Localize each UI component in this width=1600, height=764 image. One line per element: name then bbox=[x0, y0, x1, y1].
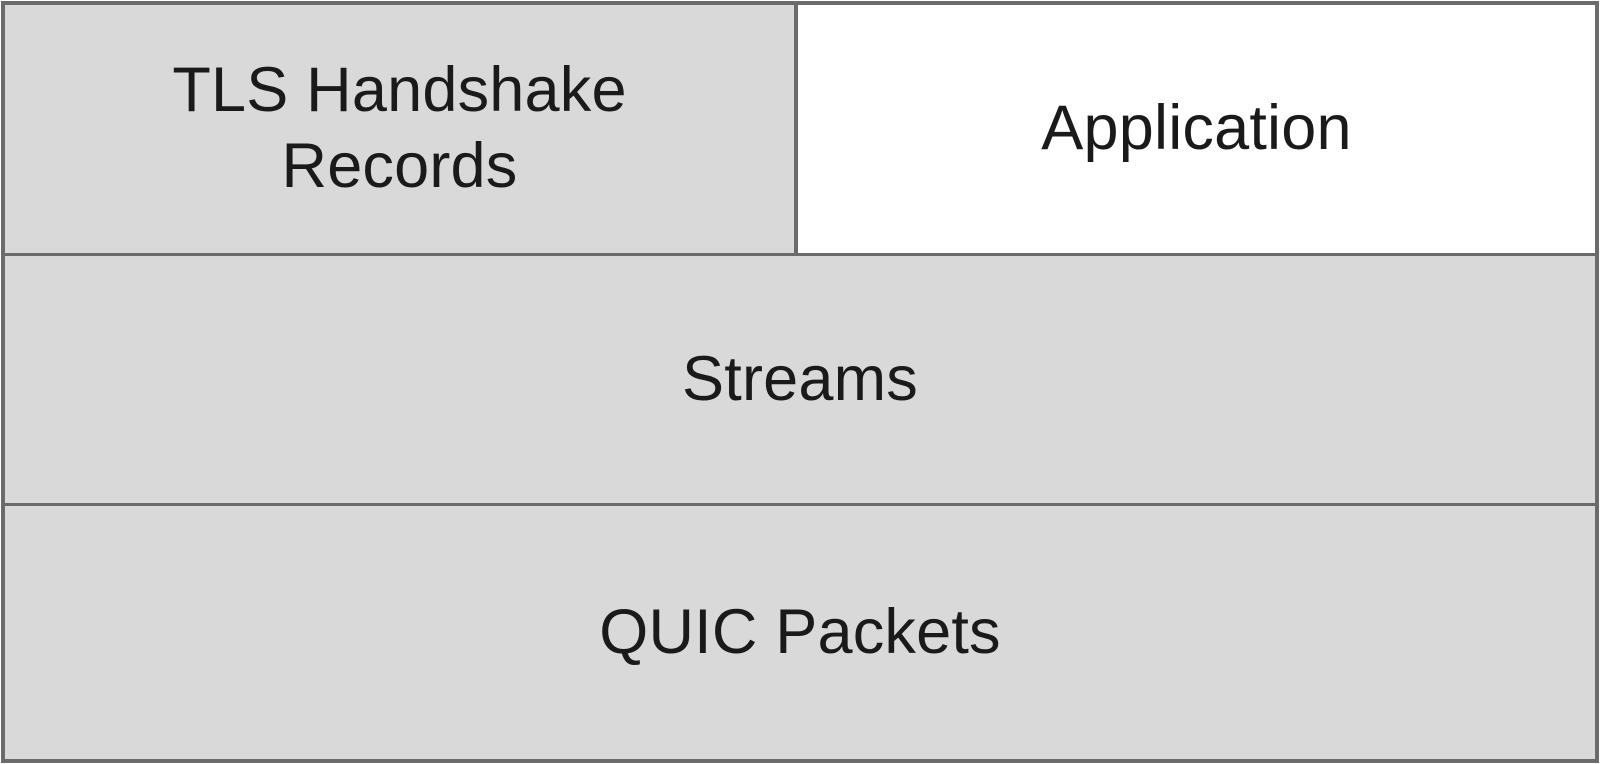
layer-tls-handshake-records-label: TLS Handshake Records bbox=[172, 55, 627, 201]
top-layer-row: TLS Handshake Records Application bbox=[5, 5, 1595, 253]
layer-quic-packets-label: QUIC Packets bbox=[599, 596, 1001, 667]
layer-application-label: Application bbox=[1041, 93, 1352, 164]
streams-layer-row: Streams bbox=[5, 253, 1595, 503]
layer-streams-label: Streams bbox=[682, 343, 918, 414]
quic-packets-layer-row: QUIC Packets bbox=[5, 503, 1595, 759]
layer-application: Application bbox=[798, 5, 1595, 253]
layer-streams: Streams bbox=[5, 256, 1595, 503]
layer-tls-handshake-records: TLS Handshake Records bbox=[5, 5, 798, 253]
layer-quic-packets: QUIC Packets bbox=[5, 506, 1595, 759]
